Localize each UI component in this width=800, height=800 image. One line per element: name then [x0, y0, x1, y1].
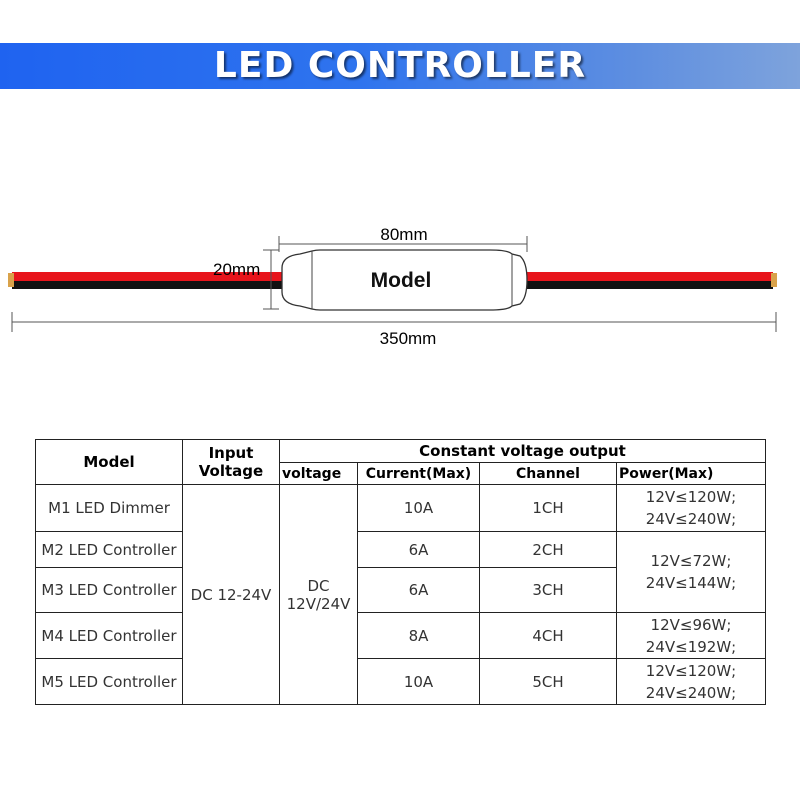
- power-line: 24V≤240W;: [645, 510, 737, 528]
- wire-tip-left: [8, 273, 14, 287]
- input-voltage-cell: DC 12-24V: [182, 484, 280, 705]
- red-wire-left: [12, 272, 282, 281]
- current-cell: 8A: [357, 612, 480, 659]
- power-cell: 12V≤120W; 24V≤240W;: [616, 484, 766, 532]
- header-input-voltage: Input Voltage: [182, 439, 280, 485]
- header-current: Current(Max): [357, 462, 480, 485]
- model-cell: M1 LED Dimmer: [35, 484, 183, 532]
- page-title: LED CONTROLLER: [213, 45, 587, 86]
- body-label: Model: [371, 269, 432, 292]
- header-power: Power(Max): [616, 462, 766, 485]
- table-row: M1 LED Dimmer DC 12-24V DC 12V/24V 10A 1…: [35, 484, 766, 705]
- channel-cell: 3CH: [479, 567, 617, 613]
- controller-body: [281, 249, 528, 311]
- table-row: M4 LED Controller 8A 4CH 12V≤96W; 24V≤19…: [35, 612, 766, 659]
- current-cell: 10A: [357, 484, 480, 532]
- model-cell: M2 LED Controller: [35, 531, 183, 568]
- power-line: 24V≤144W;: [645, 574, 737, 592]
- power-cell: 12V≤96W; 24V≤192W;: [616, 612, 766, 659]
- header-model: Model: [35, 439, 183, 485]
- red-wire-right: [523, 272, 773, 281]
- black-wire-right: [523, 281, 773, 289]
- black-wire-left: [12, 281, 282, 289]
- table-row: M5 LED Controller 10A 5CH 12V≤120W; 24V≤…: [35, 658, 766, 705]
- dimension-diagram: Model 80mm 20mm 350mm: [8, 225, 777, 348]
- power-line: 12V≤96W;: [650, 615, 732, 634]
- header-constant-output: Constant voltage output: [279, 439, 766, 463]
- power-line: 24V≤192W;: [645, 637, 737, 656]
- channel-cell: 2CH: [479, 531, 617, 568]
- power-line: 12V≤120W;: [645, 661, 737, 680]
- current-cell: 6A: [357, 567, 480, 613]
- model-cell: M4 LED Controller: [35, 612, 183, 659]
- model-cell: M5 LED Controller: [35, 658, 183, 705]
- title-banner: LED CONTROLLER: [0, 43, 800, 89]
- header-channel: Channel: [479, 462, 617, 485]
- spec-table: Model Input Voltage Constant voltage out…: [35, 439, 766, 705]
- wire-tip-right: [771, 273, 777, 287]
- current-cell: 6A: [357, 531, 480, 568]
- channel-cell: 1CH: [479, 484, 617, 532]
- table-row: M3 LED Controller 6A 3CH: [35, 567, 766, 613]
- power-cell: 12V≤120W; 24V≤240W;: [616, 658, 766, 705]
- width-label: 80mm: [380, 225, 427, 244]
- power-line: 24V≤240W;: [645, 683, 737, 702]
- header-voltage: voltage: [279, 462, 358, 485]
- power-line: 12V≤72W;: [650, 552, 732, 570]
- channel-cell: 4CH: [479, 612, 617, 659]
- power-cell: 12V≤72W; 24V≤144W;: [616, 531, 766, 613]
- channel-cell: 5CH: [479, 658, 617, 705]
- power-line: 12V≤120W;: [645, 488, 737, 506]
- height-label: 20mm: [213, 260, 260, 279]
- output-voltage-cell: DC 12V/24V: [279, 484, 358, 705]
- table-header-row: Model Input Voltage Constant voltage out…: [35, 439, 766, 485]
- length-label: 350mm: [380, 329, 437, 348]
- model-cell: M3 LED Controller: [35, 567, 183, 613]
- current-cell: 10A: [357, 658, 480, 705]
- table-row: M2 LED Controller 6A 2CH 12V≤72W; 24V≤14…: [35, 531, 766, 613]
